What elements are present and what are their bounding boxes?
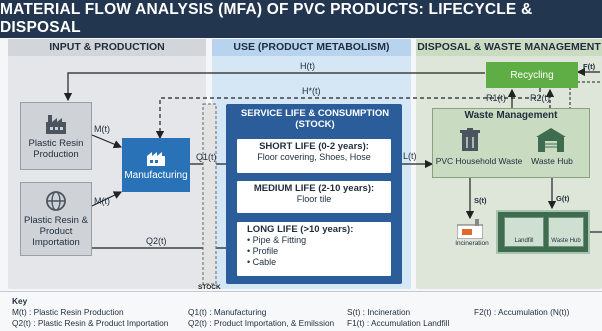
flow-label-s: S(t) xyxy=(474,196,487,205)
incineration-label: Incineration xyxy=(455,240,489,247)
globe-icon xyxy=(46,191,66,211)
flow-label-l: L(t) xyxy=(403,151,417,161)
factory-gear-icon xyxy=(147,152,165,166)
key-entry: Q2(t) : Product Importation, & Emilssion xyxy=(188,318,335,328)
flow-hstar-line xyxy=(155,88,541,140)
recycling-label: Recycling xyxy=(510,69,554,81)
stock-column xyxy=(202,103,217,285)
key-entry: Q1(t) : Manufacturing xyxy=(188,307,267,317)
key-title: Key xyxy=(12,296,28,306)
stock-label: STOCK xyxy=(198,284,221,291)
key-entry: F1(t) : Accumulation Landfill xyxy=(347,318,450,328)
trash-bin-icon xyxy=(460,128,480,151)
recycling-box: Recycling xyxy=(486,62,578,88)
plastic-resin-importation-box: Plastic Resin & Product Importation xyxy=(20,182,92,256)
long-life-box: LONG LIFE (>10 years): • Pipe & Fitting … xyxy=(236,221,392,277)
pvc-household-waste-label: PVC Household Waste xyxy=(435,156,523,166)
short-life-text: Floor covering, Shoes, Hose xyxy=(257,152,371,162)
waste-hub-label: Waste Hub xyxy=(531,156,573,166)
flow-label-m2: M(t) xyxy=(94,196,110,206)
flow-label-r1: R1(t) xyxy=(486,93,506,103)
long-life-item: • Profile xyxy=(247,246,279,256)
landfill-hub-panel xyxy=(548,217,584,247)
plastic-resin-production-box: Plastic Resin Production xyxy=(20,102,92,170)
section-heading-disposal: DISPOSAL & WASTE MANAGEMENT xyxy=(416,39,602,56)
plastic-resin-production-label: Plastic Resin Production xyxy=(28,137,84,160)
medium-life-text: Floor tile xyxy=(296,194,332,204)
short-life-heading: SHORT LIFE (0-2 years): xyxy=(259,141,369,152)
manufacturing-label: Manufacturing xyxy=(124,170,188,181)
landfill-panel xyxy=(504,217,544,247)
key-entry: S(t) : Incineration xyxy=(347,307,411,317)
service-life-heading: SERVICE LIFE & CONSUMPTION (STOCK) xyxy=(240,108,390,130)
waste-management-heading: Waste Management xyxy=(464,110,558,121)
flow-m2-line xyxy=(91,191,123,207)
incinerator-icon xyxy=(457,219,483,239)
flow-label-q2: Q2(t) xyxy=(146,236,167,246)
landfill-waste-hub-label: Waste Hub xyxy=(551,238,581,244)
flow-label-m1: M(t) xyxy=(94,124,110,134)
flow-m1-line xyxy=(91,134,123,149)
warehouse-icon xyxy=(536,128,566,152)
long-life-item: • Pipe & Fitting xyxy=(247,235,307,245)
key-entry: Q2(t) : Plastic Resin & Product Importat… xyxy=(12,318,169,328)
flow-label-g: G(t) xyxy=(556,194,570,203)
medium-life-box: MEDIUM LIFE (2-10 years): Floor tile xyxy=(236,180,392,214)
plastic-resin-importation-label: Plastic Resin & Product Importation xyxy=(24,215,88,248)
manufacturing-box: Manufacturing xyxy=(122,138,190,192)
medium-life-heading: MEDIUM LIFE (2-10 years): xyxy=(253,183,375,194)
section-heading-input: INPUT & PRODUCTION xyxy=(8,39,206,56)
page-title: MATERIAL FLOW ANALYSIS (MFA) OF PVC PROD… xyxy=(0,0,602,38)
flow-label-h: H(t) xyxy=(300,61,315,71)
factory-icon xyxy=(46,114,66,134)
flow-label-r2: R2(t) xyxy=(530,93,550,103)
key-entry: F2(t) : Accumulation (N(t)) xyxy=(474,307,570,317)
landfill-label: Landfill xyxy=(514,238,534,244)
short-life-box: SHORT LIFE (0-2 years): Floor covering, … xyxy=(236,138,392,174)
key-entry: M(t) : Plastic Resin Production xyxy=(12,307,124,317)
long-life-heading: LONG LIFE (>10 years): xyxy=(247,224,354,235)
flow-label-hstar: H*(t) xyxy=(302,86,321,96)
section-heading-use: USE (PRODUCT METABOLISM) xyxy=(212,39,411,56)
flow-label-f: F(t) xyxy=(583,62,596,71)
flow-label-q1: Q1(t) xyxy=(196,152,217,162)
key-panel xyxy=(0,291,602,331)
flow-h-line xyxy=(63,72,485,102)
long-life-item: • Cable xyxy=(247,257,277,267)
